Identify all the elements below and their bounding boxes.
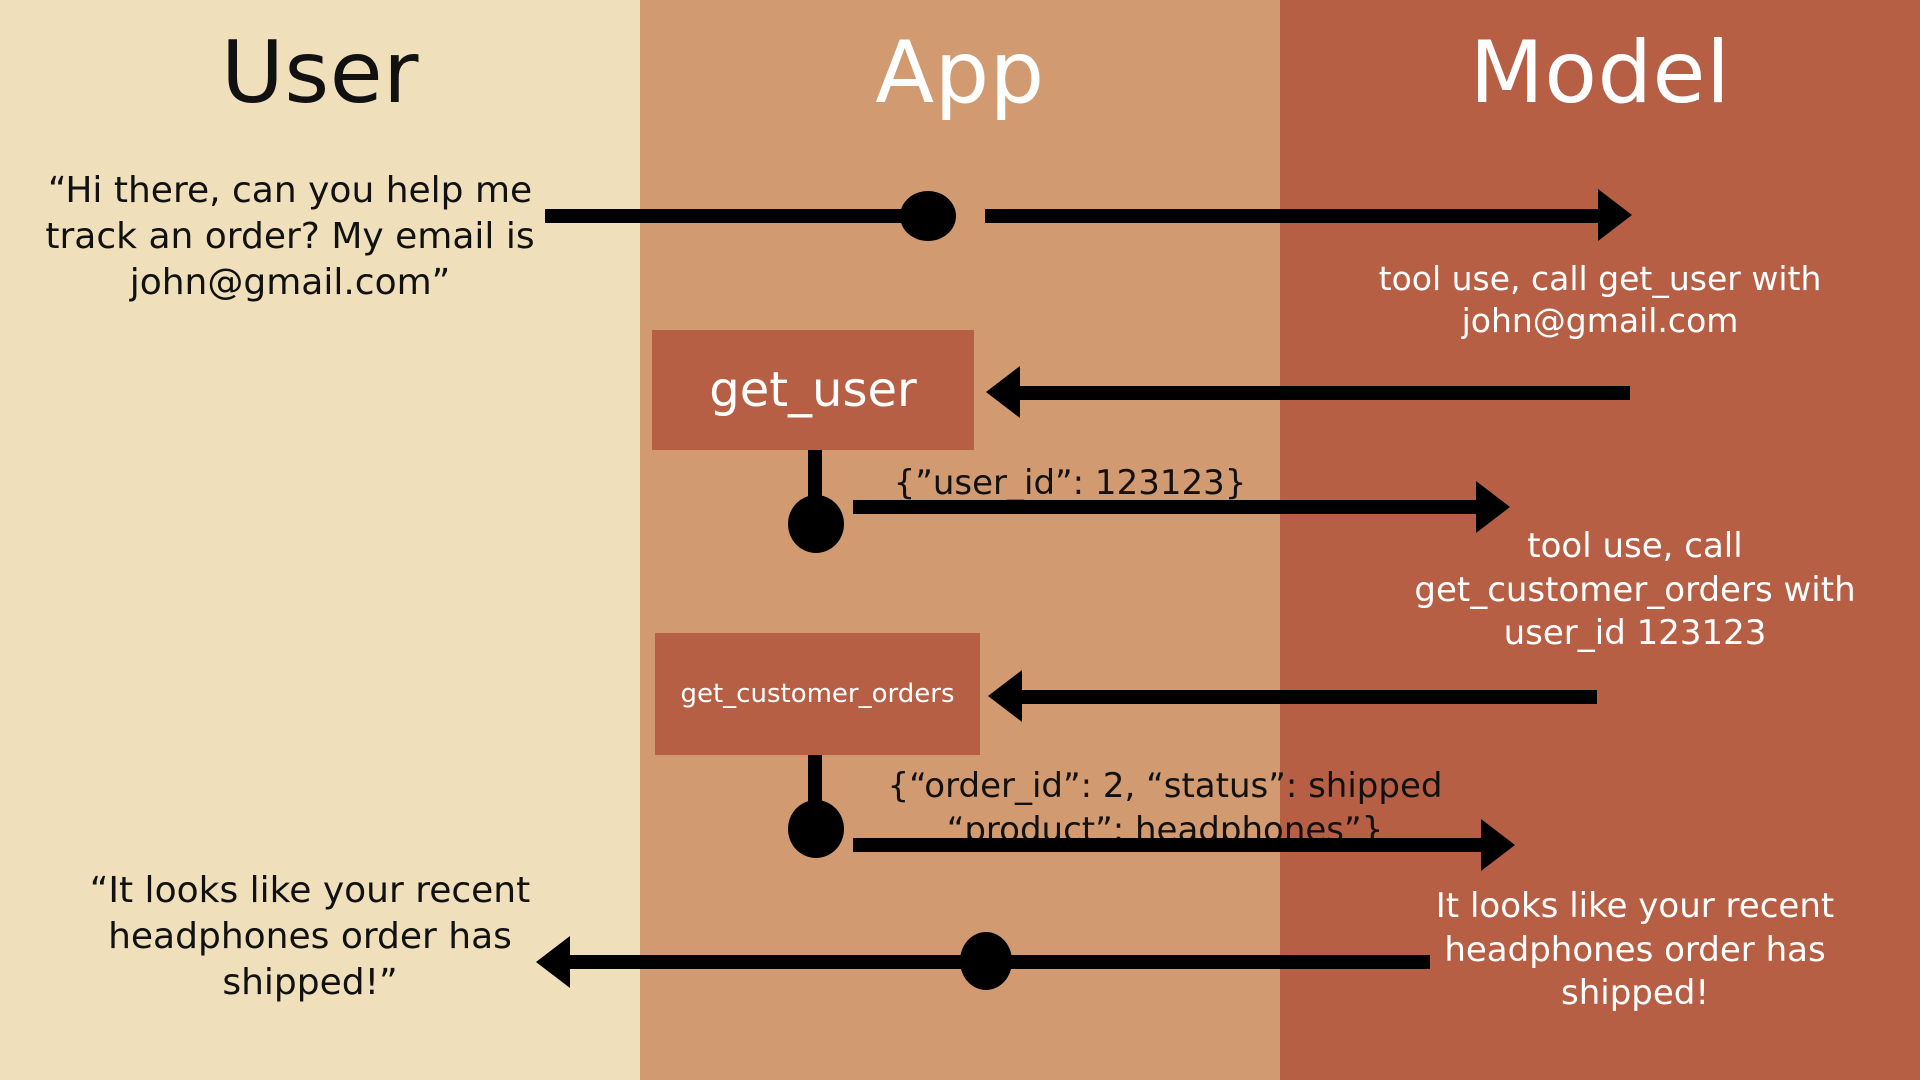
- arrow-model-to-app-segment-2: [1022, 690, 1597, 704]
- arrowhead-app-to-model-2: [1476, 481, 1510, 533]
- message-model-tool-call-1: tool use, call get_user with john@gmail.…: [1378, 259, 1822, 341]
- tool-box-get-user-label: get_user: [709, 362, 917, 418]
- tool-box-get-user[interactable]: get_user: [652, 330, 974, 450]
- message-tool-result-1: {”user_id”: 123123}: [893, 463, 1247, 503]
- tool-box-get-customer-orders-label: get_customer_orders: [680, 679, 955, 709]
- lane-app: [640, 0, 1280, 1080]
- arrow-user-to-app-segment: [545, 209, 930, 223]
- arrow-app-to-user-segment: [570, 955, 1000, 969]
- app-node-3: [788, 800, 844, 858]
- lane-user: [0, 0, 640, 1080]
- app-node-2: [788, 495, 844, 553]
- message-model-final-answer: It looks like your recent headphones ord…: [1435, 886, 1835, 1014]
- lane-title-user: User: [220, 23, 420, 123]
- arrow-app-to-model-segment-2: [853, 500, 1478, 514]
- app-node-1: [900, 191, 956, 241]
- arrowhead-app-to-model-3: [1481, 819, 1515, 871]
- tool-stem-get-customer-orders: [808, 755, 822, 813]
- arrowhead-app-to-model-1: [1598, 189, 1632, 241]
- arrow-model-to-app-segment-3: [990, 955, 1430, 969]
- lane-title-model: Model: [1469, 23, 1731, 123]
- message-user-request: “Hi there, can you help me track an orde…: [45, 170, 535, 304]
- arrowhead-app-to-user: [536, 936, 570, 988]
- arrowhead-model-to-app-1: [986, 366, 1020, 418]
- arrowhead-model-to-app-2: [988, 670, 1022, 722]
- message-user-final-answer: “It looks like your recent headphones or…: [89, 870, 531, 1004]
- tool-box-get-customer-orders[interactable]: get_customer_orders: [655, 633, 980, 755]
- arrow-app-to-model-segment: [985, 209, 1600, 223]
- arrow-app-to-model-segment-3: [853, 838, 1483, 852]
- message-tool-result-2-line1: {“order_id”: 2, “status”: shipped: [887, 766, 1443, 806]
- arrow-model-to-app-segment-1: [1020, 386, 1630, 400]
- message-model-tool-call-2: tool use, call get_customer_orders with …: [1414, 526, 1856, 654]
- lane-model: [1280, 0, 1920, 1080]
- lane-title-app: App: [875, 23, 1045, 123]
